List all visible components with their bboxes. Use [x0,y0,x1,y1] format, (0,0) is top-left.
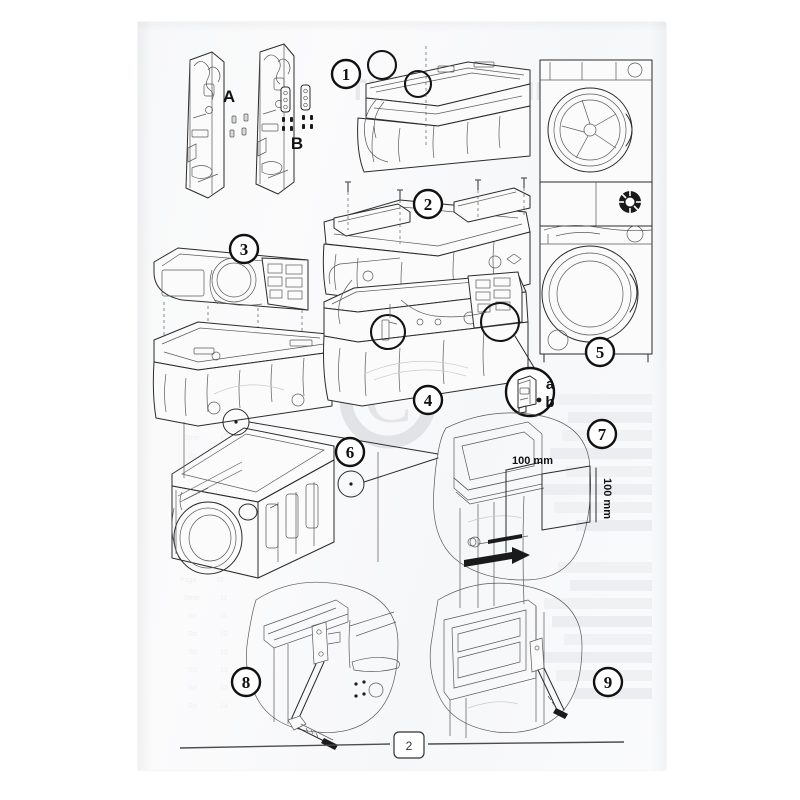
step-number-4: 4 [412,384,444,416]
instruction-sheet-page: Page 3 Seite 4 Str. 5 Str. 6 Str. 7 Str. 8 Str… [138,22,666,770]
svg-text:Seite: Seite [184,435,200,442]
step-1-illustration [357,46,531,173]
page-number: 2 [406,739,413,753]
svg-text:3: 3 [240,240,249,259]
step-9-illustration [429,582,583,738]
svg-text:11: 11 [220,613,227,620]
svg-text:Str.: Str. [188,631,199,638]
detail-callout-ab: a b [504,366,556,418]
svg-text:6: 6 [346,443,355,462]
svg-text:13: 13 [220,667,228,674]
step-5-illustration [539,59,653,363]
part-label-a: A [223,87,235,106]
svg-text:100 mm: 100 mm [512,455,553,467]
page-number-box [393,731,425,759]
svg-text:12: 12 [220,649,228,656]
svg-text:Str.: Str. [188,685,199,692]
step-number-9: 9 [592,666,624,698]
step-number-3: 3 [228,233,260,265]
dimension-vertical: 100 mm [541,465,613,531]
direction-arrow [464,534,530,567]
page-footer: 2 [179,731,625,759]
step-7-illustration: 100 mm 100 mm [433,412,613,608]
svg-text:Str.: Str. [188,667,199,674]
svg-text:9: 9 [604,673,613,692]
svg-text:Str.: Str. [188,613,199,620]
svg-text:4: 4 [220,435,224,442]
technical-illustration-layer: A [152,43,653,759]
svg-text:13: 13 [220,685,228,692]
part-a-side-rails: A [185,43,295,199]
part-b-screws [282,115,313,131]
svg-text:Str.: Str. [188,703,199,710]
svg-text:1: 1 [342,65,351,84]
part-a-screws [229,113,249,138]
svg-text:14: 14 [220,703,228,710]
step-number-2: 2 [412,188,444,220]
step-2-screws [345,177,527,244]
side-rail-right [255,43,295,195]
svg-text:7: 7 [598,425,607,444]
part-label-b: B [291,134,303,153]
svg-text:11: 11 [220,595,227,602]
svg-text:100 mm: 100 mm [601,478,613,519]
svg-text:Str.: Str. [188,453,199,460]
step-8-illustration [246,581,400,750]
svg-text:Seite: Seite [184,595,200,602]
svg-text:12: 12 [220,631,228,638]
step-number-6: 6 [334,436,366,468]
step-number-1: 1 [330,58,362,90]
callout-label-b: b [545,394,554,411]
svg-text:2: 2 [424,195,433,214]
callout-label-a: a [546,376,555,393]
svg-text:5: 5 [596,343,605,362]
step-number-8: 8 [230,666,262,698]
svg-text:8: 8 [242,673,251,692]
step-4-illustration [323,257,539,407]
step-6-illustration [171,408,439,579]
step-3-illustration [152,247,333,427]
side-rail-left [185,51,225,199]
svg-text:Page: Page [180,577,196,584]
svg-text:Str.: Str. [188,649,199,656]
step-number-7: 7 [586,418,618,450]
svg-text:10: 10 [216,577,224,584]
step-number-5: 5 [584,336,616,368]
svg-text:4: 4 [424,391,433,410]
part-b-plates: B [280,84,313,153]
